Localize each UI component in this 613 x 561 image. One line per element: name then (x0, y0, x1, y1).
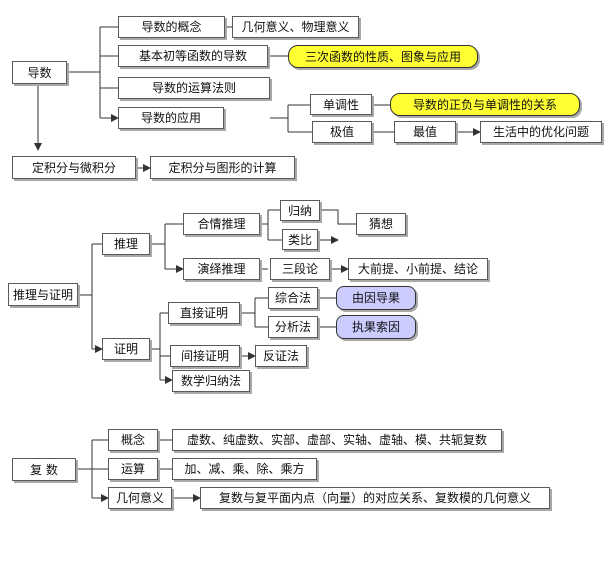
complex-number-root-node: 复 数 (12, 458, 76, 481)
analogy-node: 类比 (282, 229, 318, 250)
complex-operation-items-node: 加、减、乘、除、乘方 (172, 458, 317, 480)
definite-integral-node: 定积分与微积分 (12, 156, 136, 179)
elementary-function-derivative-node: 基本初等函数的导数 (118, 45, 268, 67)
conjecture-node: 猜想 (356, 213, 406, 235)
geometric-physical-meaning-node: 几何意义、物理意义 (232, 16, 359, 38)
derivative-sign-relation-node: 导数的正负与单调性的关系 (390, 93, 580, 116)
proof-node: 证明 (102, 338, 150, 360)
complex-concept-items-node: 虚数、纯虚数、实部、虚部、实轴、虚轴、模、共轭复数 (172, 429, 502, 451)
complex-concept-node: 概念 (108, 429, 158, 451)
complex-operation-node: 运算 (108, 458, 158, 480)
cause-to-effect-node: 由因导果 (336, 286, 416, 310)
derivative-application-node: 导数的应用 (118, 107, 224, 129)
syllogism-node: 三段论 (270, 258, 330, 280)
inference-node: 推理 (102, 233, 150, 255)
monotonicity-node: 单调性 (310, 94, 372, 115)
optimization-problem-node: 生活中的优化问题 (480, 121, 602, 143)
premises-node: 大前提、小前提、结论 (348, 258, 488, 280)
plausible-reasoning-node: 合情推理 (183, 213, 260, 235)
derivative-rules-node: 导数的运算法则 (118, 77, 270, 99)
indirect-proof-node: 间接证明 (170, 345, 240, 367)
direct-proof-node: 直接证明 (168, 302, 240, 324)
induction-node: 归纳 (280, 200, 320, 221)
analytic-method-node: 分析法 (268, 316, 318, 338)
deductive-reasoning-node: 演绎推理 (183, 258, 260, 280)
derivative-concept-node: 导数的概念 (118, 16, 225, 38)
proof-by-contradiction-node: 反证法 (255, 345, 307, 367)
extremum-node: 极值 (312, 121, 372, 143)
maximum-value-node: 最值 (394, 121, 456, 143)
complex-geometry-node: 几何意义 (108, 487, 172, 509)
effect-to-cause-node: 执果索因 (336, 315, 416, 339)
reasoning-proof-root-node: 推理与证明 (8, 283, 78, 306)
derivative-root-node: 导数 (12, 61, 67, 84)
synthetic-method-node: 综合法 (268, 287, 318, 309)
complex-geometry-items-node: 复数与复平面内点（向量）的对应关系、复数模的几何意义 (200, 487, 550, 509)
integral-area-node: 定积分与图形的计算 (150, 156, 295, 179)
cubic-function-properties-node: 三次函数的性质、图象与应用 (288, 45, 478, 68)
mathematical-induction-node: 数学归纳法 (172, 370, 250, 392)
